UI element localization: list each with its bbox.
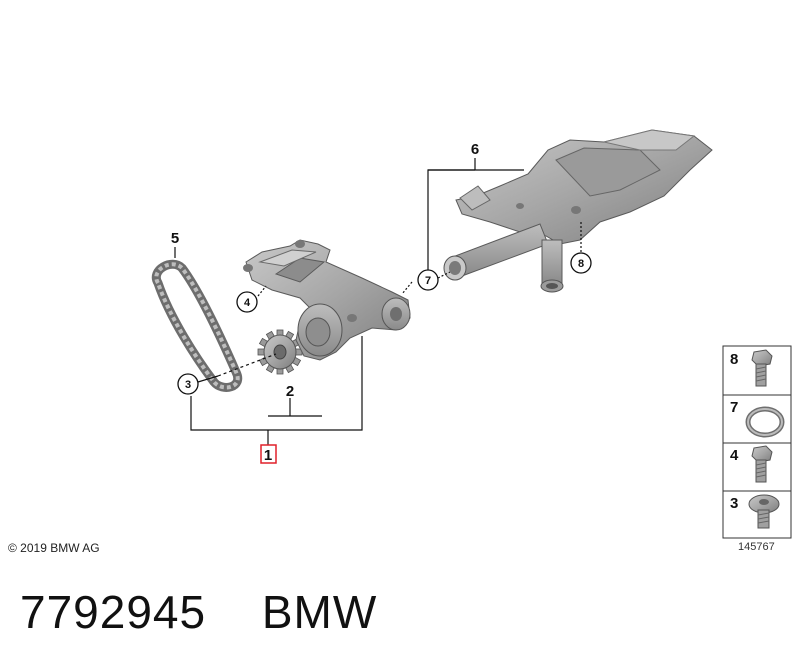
callouts: 5 4 3 2 1 6 7 8 xyxy=(171,141,592,464)
legend-number-7: 7 xyxy=(730,399,738,416)
o-ring-icon xyxy=(745,406,785,438)
torx-screw-icon xyxy=(748,494,780,529)
brand-name: BMW xyxy=(261,586,378,638)
bolt-icon xyxy=(751,445,773,483)
callout-1-highlight xyxy=(260,444,277,464)
callout-circle-3 xyxy=(177,373,199,395)
timing-chain xyxy=(151,259,243,392)
small-parts-legend: 8 7 4 3 xyxy=(722,345,792,539)
callout-7: 7 xyxy=(425,275,431,287)
callout-1: 1 xyxy=(264,447,272,464)
callout-circle-7 xyxy=(417,269,439,291)
callout-circle-4 xyxy=(236,291,258,313)
callout-3: 3 xyxy=(185,379,191,391)
callout-4: 4 xyxy=(244,297,251,309)
legend-number-3: 3 xyxy=(730,495,738,512)
oil-pump xyxy=(243,239,411,361)
callout-2: 2 xyxy=(286,383,294,400)
sprocket xyxy=(257,329,303,375)
leader-lines xyxy=(174,158,582,446)
copyright-notice: © 2019 BMW AG xyxy=(8,541,100,555)
legend-number-4: 4 xyxy=(730,447,739,464)
part-number: 7792945 xyxy=(20,586,207,638)
callout-6: 6 xyxy=(471,141,479,158)
footer-caption: 7792945 BMW xyxy=(20,585,377,639)
callout-5: 5 xyxy=(171,230,179,247)
bolt-icon xyxy=(751,349,773,387)
diagram-number: 145767 xyxy=(738,541,775,553)
callout-circle-8 xyxy=(570,252,592,274)
callout-8: 8 xyxy=(578,258,584,270)
legend-number-8: 8 xyxy=(730,351,738,368)
oil-pickup-baffle xyxy=(443,129,713,293)
